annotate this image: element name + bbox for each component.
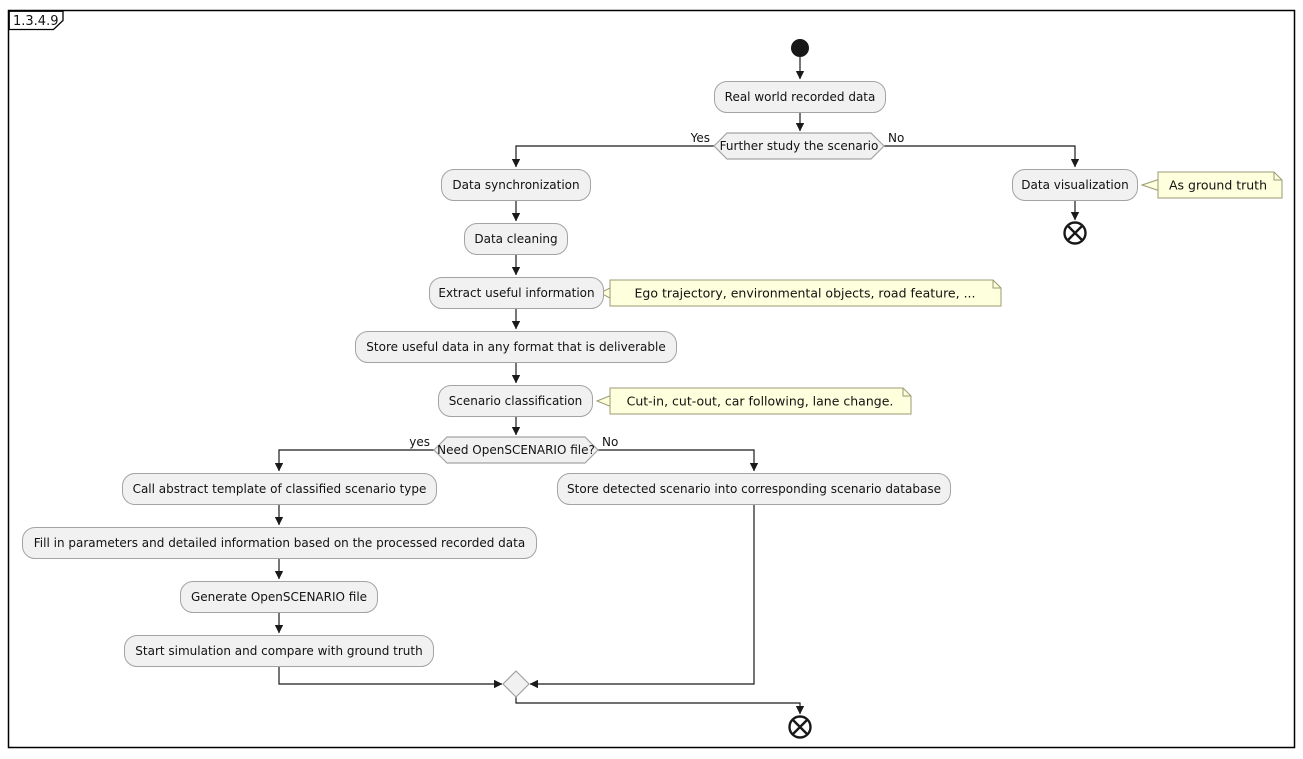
edge-merge-to-final (515, 697, 805, 715)
activity-store-useful-data: Store useful data in any format that is … (355, 331, 677, 363)
note-scenario-classification: Cut-in, cut-out, car following, lane cha… (595, 387, 912, 415)
activity-call-abstract-template: Call abstract template of classified sce… (122, 473, 437, 505)
edge-start-sim-to-merge (278, 667, 503, 689)
final-node-right (1063, 221, 1087, 245)
activity-extract-useful-information: Extract useful information (429, 277, 604, 309)
activity-data-synchronization: Data synchronization (441, 169, 591, 201)
activity-start-simulation: Start simulation and compare with ground… (124, 635, 434, 667)
activity-real-world-recorded-data: Real world recorded data (714, 81, 886, 113)
branch-label-yes: Yes (690, 131, 710, 145)
activity-fill-in-parameters: Fill in parameters and detailed informat… (22, 527, 537, 559)
edge-store-detected-to-merge (529, 505, 755, 689)
activity-scenario-classification: Scenario classification (438, 385, 593, 417)
activity-data-visualization: Data visualization (1012, 169, 1138, 201)
note-extract-info: Ego trajectory, environmental objects, r… (598, 279, 1002, 307)
note-extract-info-text: Ego trajectory, environmental objects, r… (635, 286, 976, 301)
activity-generate-openscenario-file: Generate OpenSCENARIO file (180, 581, 378, 613)
activity-data-cleaning: Data cleaning (464, 223, 568, 255)
decision-further-study (713, 132, 885, 160)
branch-label-yes-2: yes (409, 435, 430, 449)
decision-need-openscenario (433, 436, 599, 464)
frame-border (7, 9, 1296, 749)
note-data-visualization-text: As ground truth (1169, 178, 1267, 193)
decision-need-openscenario-label: Need OpenSCENARIO file? (437, 443, 595, 457)
branch-label-no-2: No (602, 435, 618, 449)
merge-diamond (502, 670, 530, 698)
edge-decision-yes-to-data-sync (511, 145, 714, 168)
final-node-bottom (788, 715, 812, 739)
frame-title-tab (8, 10, 64, 31)
note-data-visualization: As ground truth (1140, 171, 1283, 199)
activity-store-detected-scenario: Store detected scenario into correspondi… (557, 473, 951, 505)
decision-further-study-label: Further study the scenario (720, 139, 879, 153)
edge-need-osc-no-to-store-detected (598, 449, 759, 472)
note-scenario-classification-text: Cut-in, cut-out, car following, lane cha… (627, 394, 894, 409)
branch-label-no: No (888, 131, 904, 145)
frame-title: 1.3.4.9 (13, 14, 58, 29)
edge-decision-no-to-data-viz (884, 145, 1080, 168)
edge-need-osc-yes-to-call-template (274, 449, 434, 472)
start-node (791, 39, 809, 57)
